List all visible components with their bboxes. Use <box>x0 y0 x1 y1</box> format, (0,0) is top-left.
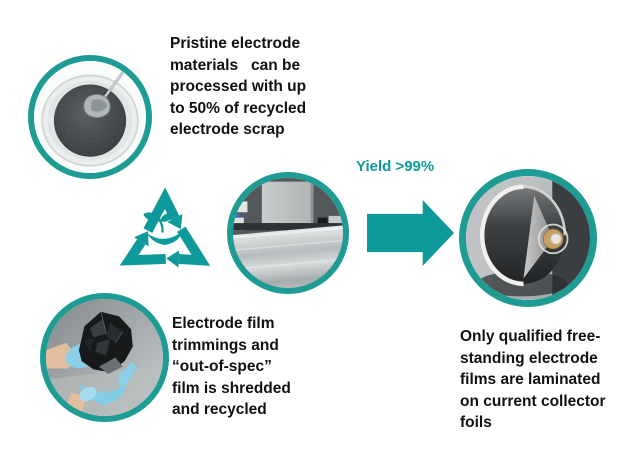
bottom-right-caption: Only qualified free- standing electrode … <box>460 328 606 431</box>
film-scrap-photo <box>40 293 169 422</box>
electrode-powder-photo <box>28 55 152 179</box>
electrode-roll-photo <box>459 169 597 307</box>
process-arrow-icon <box>367 200 454 266</box>
electrode-roll-illustration <box>466 176 590 300</box>
bottom-left-caption: Electrode film trimmings and “out-of-spe… <box>172 315 291 418</box>
yield-label: Yield >99% <box>356 158 435 175</box>
powder-dish-illustration <box>34 61 146 173</box>
film-calender-photo <box>227 172 349 294</box>
top-caption: Pristine electrode materials can be proc… <box>170 35 307 138</box>
film-scrap-illustration <box>46 299 163 416</box>
calender-roller-illustration <box>233 178 343 288</box>
recycle-icon <box>111 187 219 292</box>
